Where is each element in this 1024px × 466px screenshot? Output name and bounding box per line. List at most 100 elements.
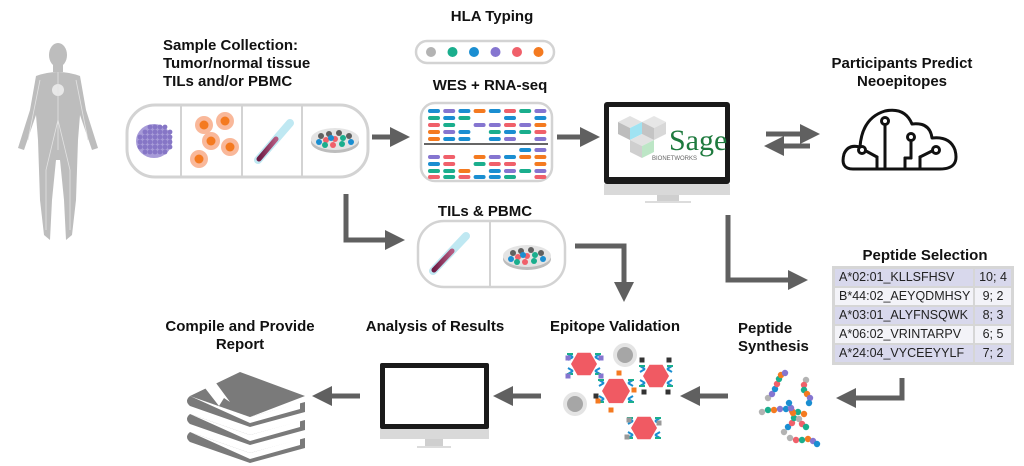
peptide-value: 10; 4 [975,269,1011,286]
sequence-read [534,137,547,141]
amino-acid [798,436,806,444]
books-report-icon [187,372,305,463]
epitope-marker [608,407,614,413]
dish-cell [339,141,345,147]
dish-cell [538,250,544,256]
hla-dot [490,47,501,57]
dish-cell [348,139,354,145]
peptide-value: 8; 3 [975,307,1011,324]
sequence-read [534,130,547,134]
dish-cell [515,254,521,260]
dish-cell [340,135,346,141]
tumor-cell [147,149,153,155]
sequence-read [428,175,440,179]
epitope-marker [598,355,604,361]
dish-cell [528,247,534,253]
dish-cell [532,252,538,258]
arrow-to-validation [575,243,634,302]
sequence-read [458,169,471,173]
wes-rnaseq-box [419,101,554,183]
sage-logo-subtext: BIONETWORKS [652,156,697,162]
petri-dish-icon-2 [503,245,551,270]
tumor-cell [167,139,173,145]
amino-acid [805,399,813,407]
sequence-read [428,123,440,127]
peptide-synthesis-line-2: Synthesis [738,338,809,355]
tcell-hexagon [602,378,630,404]
amino-acid [781,369,789,377]
epitope-marker [593,393,599,399]
epitope-marker [565,355,571,361]
sequence-read [428,137,440,141]
epitope-marker [598,373,604,379]
sequence-read [488,109,501,113]
participants-line-1: Participants Predict [831,55,973,72]
petri-dish-icon [311,128,359,153]
dish-cell [346,133,352,139]
sequence-read [504,169,516,173]
sequence-read [519,109,532,113]
tcell-hexagon [643,364,669,388]
sequence-read [504,123,516,127]
amino-acid [802,423,810,431]
tumor-cell [162,149,168,155]
sequence-read [428,116,440,120]
participants-label: Participants Predict Neoepitopes [812,55,992,91]
sample-collection-label: Sample Collection: Tumor/normal tissue T… [163,37,310,91]
tumor-cell [162,134,168,140]
amino-acid [768,390,776,398]
sequence-read [534,148,547,152]
amino-acid [802,376,810,384]
sequence-read [534,123,547,127]
hla-dot [426,47,436,57]
dish-cell [531,258,537,264]
blood-vessels-icon [27,72,89,230]
sequence-read [473,162,486,166]
sequence-read [534,155,547,159]
amino-acid [800,410,808,418]
tumor-cell [137,144,143,150]
hla-typing-pill [414,39,556,65]
sequence-read [473,109,486,113]
tumor-cell [162,144,168,150]
tumor-cell [147,129,153,135]
sequence-read [519,148,532,152]
peptide-value: 7; 2 [975,345,1011,362]
epitope-validation-label: Epitope Validation [549,318,680,335]
peptide-id: A*06:02_VRINTARPV [835,326,973,343]
sequence-read [473,123,486,127]
sequence-read [458,109,471,113]
amino-acid [806,394,814,402]
sequence-read [443,130,456,134]
report-line-2: Report [215,336,265,353]
epitope-marker [666,357,672,363]
sequence-read [428,155,440,159]
peptide-chains-icon [758,369,821,448]
peptide-value: 6; 5 [975,326,1011,343]
amino-acid [813,440,821,448]
amino-acid [790,414,798,422]
peptide-value: 9; 2 [975,288,1011,305]
dish-cell [540,256,546,262]
arrow-to-synthesis [836,378,905,408]
amino-acid [794,408,802,416]
amino-acid [764,394,772,402]
dish-cell [330,142,336,148]
cloud-circuit-icon [841,108,958,171]
blood-tube-icon [254,119,294,164]
tumor-cell [142,134,148,140]
dish-cell [323,137,329,143]
amino-acid [785,399,793,407]
hla-dot [447,47,458,57]
sequence-read [519,123,532,127]
tumor-cell [152,149,158,155]
report-label: Compile and Provide Report [150,318,330,354]
sequence-read [428,130,440,134]
tumor-cell [142,129,148,135]
sequence-read [443,169,456,173]
peptide-id: A*02:01_KLLSFHSV [835,269,973,286]
amino-acid [771,385,779,393]
arrow-to-selection [725,215,808,290]
